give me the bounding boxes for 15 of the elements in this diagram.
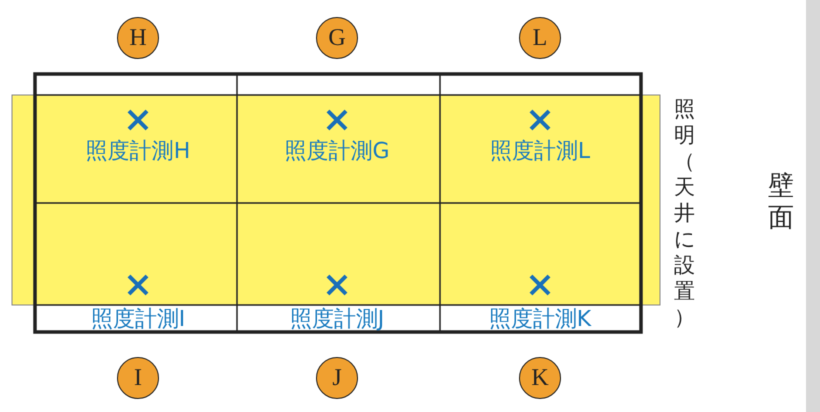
measurement-label: 照度計測H (84, 140, 192, 164)
measurement-label: 照度計測G (283, 140, 391, 164)
measurement-label: 照度計測L (488, 140, 592, 164)
wall-label: 壁面 (768, 170, 794, 234)
letter-circle: H (117, 17, 159, 59)
measurement-label: 照度計測K (488, 308, 592, 332)
wall-band (806, 0, 820, 412)
letter-circle: J (316, 357, 358, 399)
lighting-label: 照明（天井に設置） (674, 96, 695, 330)
letter-circle: G (316, 17, 358, 59)
measurement-label: 照度計測I (90, 308, 186, 332)
letter-circle: I (117, 357, 159, 399)
measurement-label: 照度計測J (288, 308, 386, 332)
letter-circle: L (519, 17, 561, 59)
letter-circle: K (519, 357, 561, 399)
